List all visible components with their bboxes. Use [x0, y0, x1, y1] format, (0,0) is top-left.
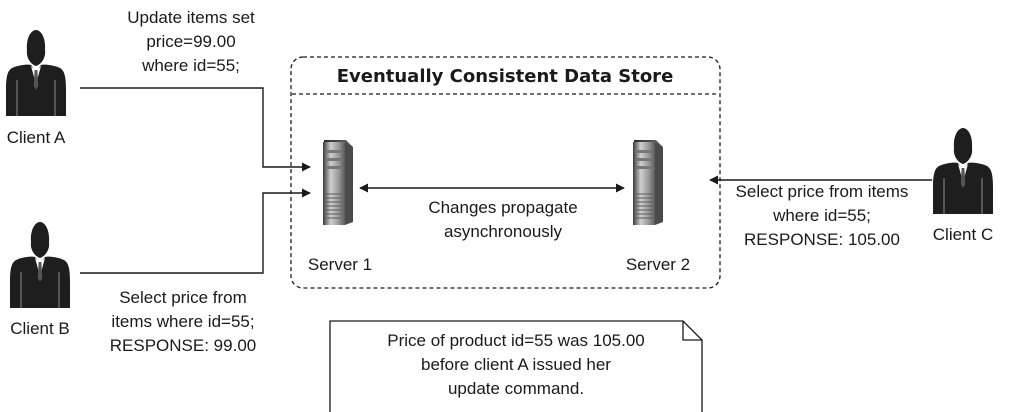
- client-c-message-line: where id=55;: [772, 206, 871, 225]
- client-c: Client C: [932, 127, 994, 244]
- note-line: Price of product id=55 was 105.00: [387, 331, 645, 350]
- client-c-label: Client C: [933, 225, 993, 244]
- client-b-message-line: RESPONSE: 99.00: [110, 336, 256, 355]
- replication-label-line: Changes propagate: [428, 198, 577, 217]
- person-icon: [5, 29, 67, 117]
- client-c-message: Select price from items where id=55; RES…: [736, 182, 909, 249]
- client-a-label: Client A: [7, 128, 66, 147]
- client-b-message-line: items where id=55;: [111, 312, 254, 331]
- note: Price of product id=55 was 105.00 before…: [329, 320, 703, 412]
- replication-label: Changes propagate asynchronously: [428, 198, 577, 241]
- client-a: Client A: [5, 29, 67, 147]
- server-1: Server 1: [308, 139, 372, 274]
- server-tower-icon: [322, 139, 354, 226]
- note-line: update command.: [448, 379, 584, 398]
- note-fold: [682, 321, 702, 341]
- server-2-label: Server 2: [626, 255, 690, 274]
- client-b: Client B: [9, 221, 71, 338]
- data-store-container: Eventually Consistent Data Store: [290, 56, 721, 289]
- client-b-request-arrow: [80, 188, 311, 274]
- client-b-message: Select price from items where id=55; RES…: [110, 288, 256, 355]
- replication-label-line: asynchronously: [444, 222, 563, 241]
- person-icon: [932, 127, 994, 215]
- client-c-message-line: Select price from items: [736, 182, 909, 201]
- data-store-border: [290, 56, 721, 289]
- client-b-message-line: Select price from: [119, 288, 247, 307]
- person-icon: [9, 221, 71, 309]
- client-a-request-arrow: [80, 87, 311, 172]
- server-2: Server 2: [626, 139, 690, 274]
- server-tower-icon: [632, 139, 664, 226]
- client-a-message-line: Update items set: [127, 8, 255, 27]
- note-line: before client A issued her: [421, 355, 611, 374]
- server-1-label: Server 1: [308, 255, 372, 274]
- client-a-message-line: where id=55;: [141, 56, 240, 75]
- data-store-title: Eventually Consistent Data Store: [337, 66, 674, 87]
- client-a-message: Update items set price=99.00 where id=55…: [127, 8, 255, 75]
- client-c-message-line: RESPONSE: 105.00: [744, 230, 900, 249]
- client-b-label: Client B: [10, 319, 70, 338]
- connections: [80, 87, 932, 274]
- client-a-message-line: price=99.00: [146, 32, 235, 51]
